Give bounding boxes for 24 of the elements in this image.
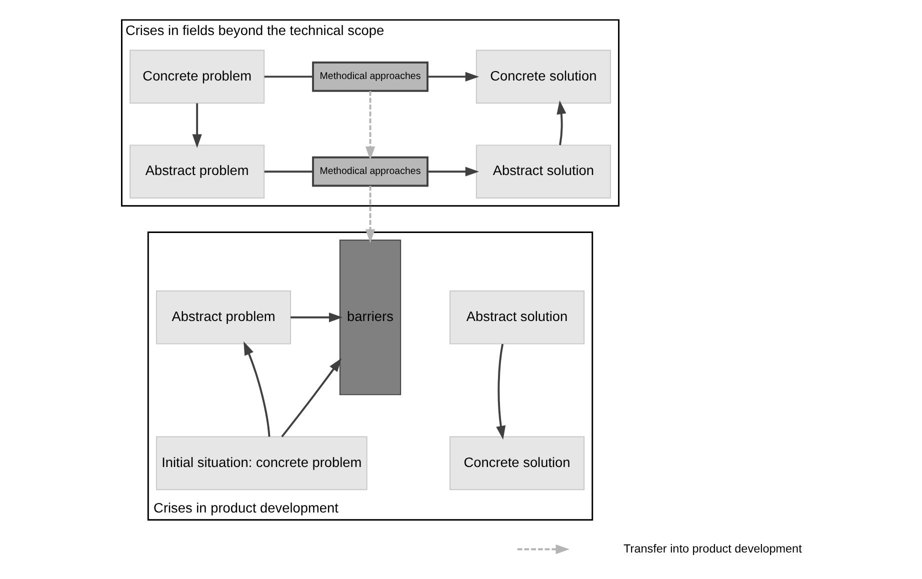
- connector: [264, 170, 312, 173]
- node-box: Methodical approaches: [312, 62, 428, 92]
- connector: [264, 76, 312, 78]
- node-box: barriers: [338, 240, 401, 396]
- node-box: Concrete solution: [475, 50, 610, 104]
- node-box: Concrete problem: [129, 50, 264, 104]
- arrow: [496, 344, 506, 440]
- node-box: Abstract problem: [155, 290, 290, 344]
- node-box: Abstract solution: [449, 290, 584, 344]
- node-box: Abstract problem: [129, 144, 264, 198]
- arrow: [427, 72, 479, 82]
- arrow: [427, 166, 479, 176]
- arrow: [280, 358, 342, 438]
- node-box: Abstract solution: [475, 144, 610, 198]
- arrow: [556, 100, 566, 146]
- node-box: Methodical approaches: [312, 156, 428, 187]
- arrow: [243, 341, 270, 437]
- node-box: Initial situation: concrete problem: [155, 436, 367, 490]
- arrow: [192, 103, 202, 148]
- legend-label: Transfer into product development: [623, 542, 802, 556]
- node-box: Concrete solution: [449, 436, 584, 490]
- arrow: [364, 90, 375, 160]
- arrow: [364, 186, 375, 244]
- arrow: [290, 312, 342, 322]
